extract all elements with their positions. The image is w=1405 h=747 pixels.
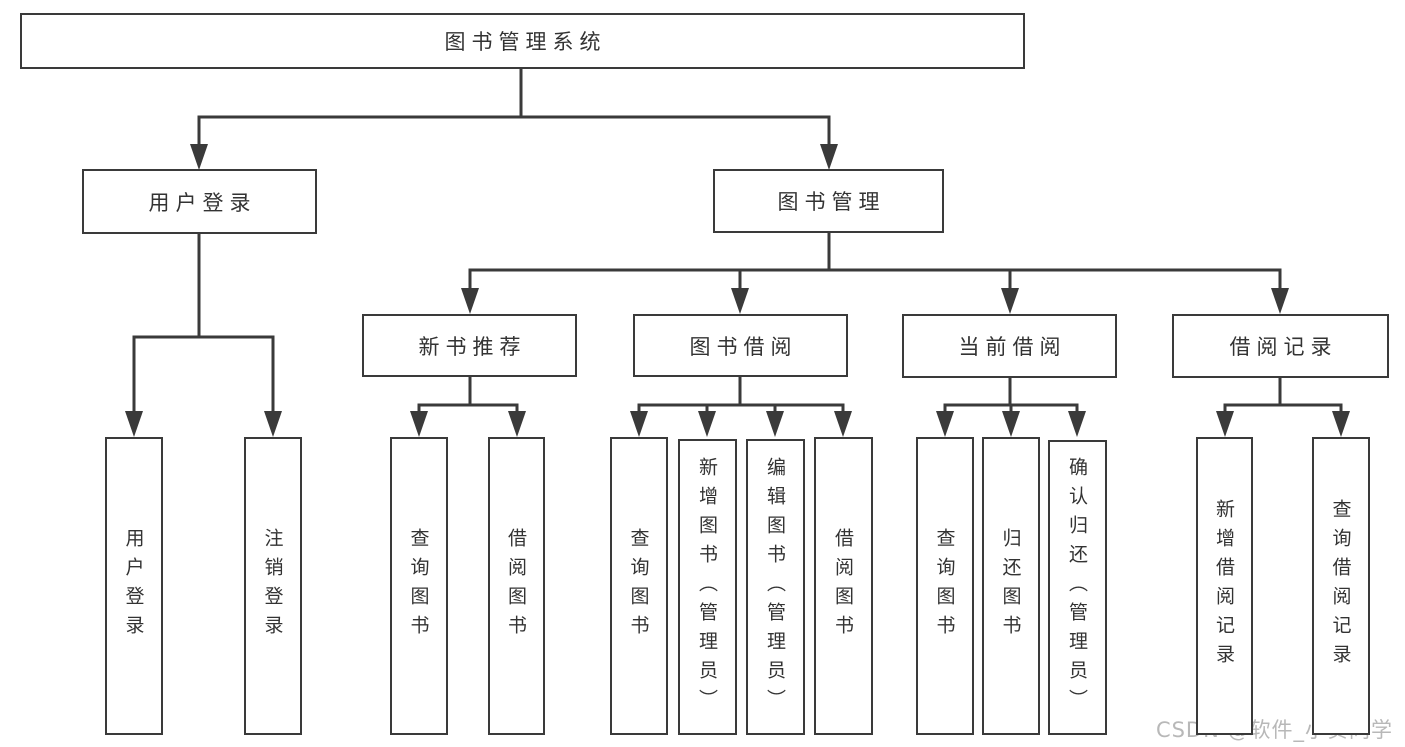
node-query-borrowing-record: 查询借阅记录 [1312,437,1370,735]
arrowhead-icon [1332,411,1350,437]
node-label: 编辑图书（管理员） [764,456,786,718]
node-label: 用户登录 [148,190,257,215]
arrowhead-icon [125,411,143,437]
arrowhead-icon [1271,288,1289,314]
node-query-books-recommend: 查询图书 [390,437,448,735]
node-logout: 注销登录 [244,437,302,735]
arrowhead-icon [461,288,479,314]
node-label: 当前借阅 [958,335,1067,359]
arrowhead-icon [820,144,838,170]
node-system-root: 图书管理系统 [20,13,1025,69]
node-label: 查询图书 [407,528,430,644]
node-user-login: 用户登录 [82,169,317,234]
arrowhead-icon [1068,411,1086,437]
node-label: 用户登录 [122,528,145,644]
node-label: 归还图书 [999,528,1022,644]
node-borrow-books-recommend: 借阅图书 [488,437,545,735]
node-new-book-recommend: 新书推荐 [362,314,577,377]
node-label: 新增借阅记录 [1213,499,1235,673]
node-label: 图书管理 [777,190,886,214]
arrowhead-icon [264,411,282,437]
node-label: 图书管理系统 [444,30,607,54]
node-label: 新增图书（管理员） [696,456,718,718]
node-borrow-books-borrowing: 借阅图书 [814,437,873,735]
node-label: 借阅记录 [1229,335,1338,359]
arrowhead-icon [766,411,784,437]
node-label: 查询图书 [933,528,956,644]
arrowhead-icon [508,411,526,437]
arrowhead-icon [936,411,954,437]
node-query-books-current: 查询图书 [916,437,974,735]
node-return-books: 归还图书 [982,437,1040,735]
arrowhead-icon [190,144,208,170]
node-book-management: 图书管理 [713,169,944,233]
node-confirm-return-admin: 确认归还（管理员） [1048,440,1107,735]
node-current-borrowing: 当前借阅 [902,314,1117,378]
arrowhead-icon [630,411,648,437]
node-user-login-action: 用户登录 [105,437,163,735]
arrowhead-icon [1002,411,1020,437]
node-label: 借阅图书 [832,528,854,644]
node-label: 确认归还（管理员） [1066,457,1088,718]
arrowhead-icon [1216,411,1234,437]
arrowhead-icon [834,411,852,437]
node-label: 查询借阅记录 [1329,499,1352,673]
node-label: 新书推荐 [418,334,527,359]
node-label: 借阅图书 [505,528,527,644]
node-edit-books-admin: 编辑图书（管理员） [746,439,805,735]
node-borrowing-records: 借阅记录 [1172,314,1389,378]
node-add-borrowing-record: 新增借阅记录 [1196,437,1253,735]
arrowhead-icon [731,288,749,314]
node-query-books-borrowing: 查询图书 [610,437,668,735]
node-book-borrowing: 图书借阅 [633,314,848,377]
arrowhead-icon [410,411,428,437]
node-label: 注销登录 [261,528,284,644]
node-add-books-admin: 新增图书（管理员） [678,439,737,735]
arrowhead-icon [1001,288,1019,314]
node-label: 图书借阅 [689,334,798,359]
arrowhead-icon [698,411,716,437]
node-label: 查询图书 [627,528,650,644]
